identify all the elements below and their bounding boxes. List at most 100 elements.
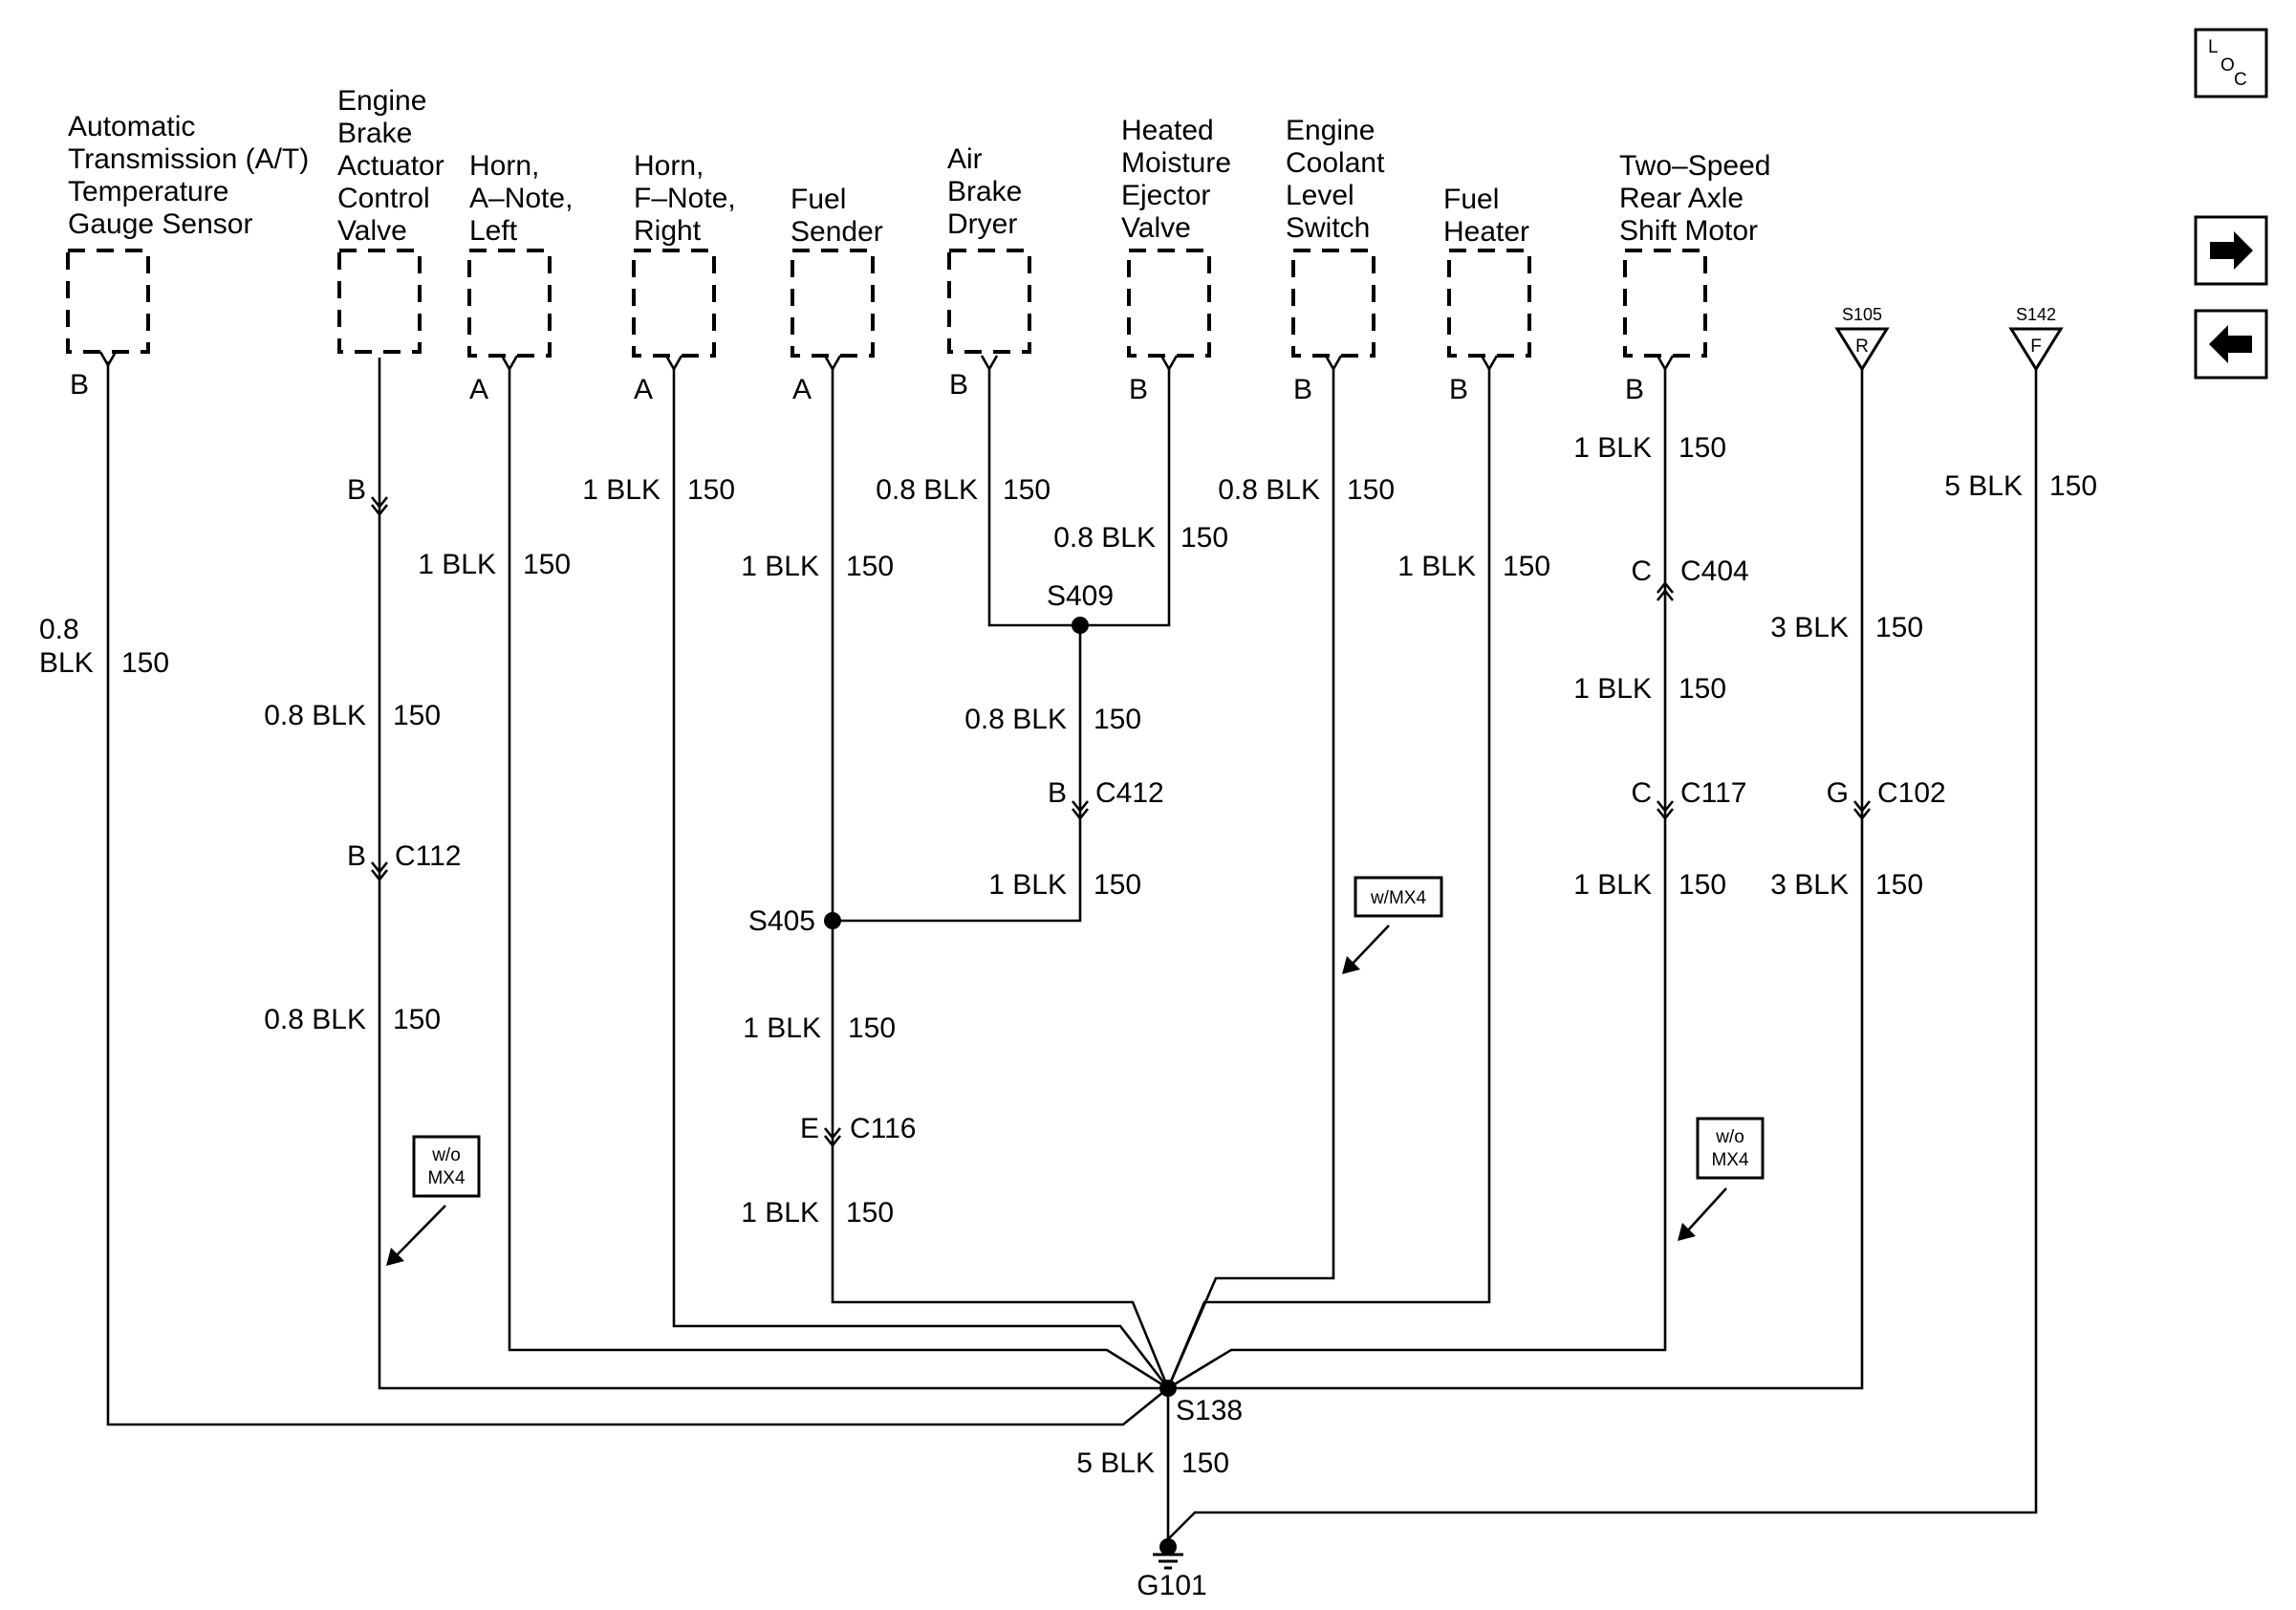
- wire-rear-axle: [1167, 367, 1667, 1390]
- splice-label-s138: S138: [1176, 1395, 1243, 1426]
- wire-moisture-ejector: [1080, 367, 1171, 627]
- rear-axle-box: [1623, 249, 1707, 358]
- ground-label: G101: [1137, 1570, 1206, 1601]
- wire-horn-right: [672, 367, 1170, 1389]
- wire-at-sensor: [106, 361, 1169, 1426]
- wire-engine-brake: [378, 358, 1168, 1390]
- option-tag-line2: MX4: [1711, 1150, 1749, 1170]
- moisture-ejector-box: [1127, 249, 1211, 358]
- wire-circuit: 150: [1875, 869, 1923, 901]
- splice-ref-triangle: [2008, 327, 2064, 372]
- ground-dot-g101: [1159, 1538, 1177, 1556]
- splice-dot-s138: [1159, 1380, 1177, 1397]
- wire-size: 1 BLK: [1573, 869, 1652, 901]
- loc-icon-letter-c: C: [2234, 70, 2247, 90]
- pin-letter: A: [634, 374, 653, 405]
- splice-ref-s142-letter: F: [2030, 337, 2042, 357]
- connector-pin: B: [1048, 777, 1067, 809]
- pin-terminal: [664, 355, 683, 372]
- wire-s409-s405: [833, 625, 1082, 923]
- connector-chevron: [1656, 580, 1675, 601]
- wire-s142: [1167, 367, 2038, 1540]
- pin-terminal: [1656, 355, 1675, 372]
- wire-circuit: 150: [1875, 612, 1923, 643]
- wire-size: 1 BLK: [741, 551, 819, 582]
- pin-letter: B: [1129, 374, 1148, 405]
- component-title-fuel-heater: Fuel Heater: [1443, 184, 1529, 248]
- wire-circuit: 150: [846, 1197, 894, 1229]
- option-tag-box: [1354, 876, 1443, 918]
- connector-chevron: [370, 861, 389, 882]
- previous-page-button[interactable]: [2194, 309, 2268, 380]
- connector-pin: C: [1631, 555, 1652, 587]
- wire-circuit: 150: [687, 474, 735, 506]
- wire-circuit: 150: [121, 647, 169, 679]
- option-tag-text: w/MX4: [1370, 888, 1427, 908]
- splice-ref-s105-letter: R: [1855, 337, 1869, 357]
- loc-icon-letter-l: L: [2208, 37, 2219, 57]
- wire-circuit: 150: [1094, 704, 1141, 735]
- wire-circuit: 150: [1180, 522, 1228, 554]
- pin-terminal: [1324, 355, 1343, 372]
- wire-size: 0.8 BLK: [1218, 474, 1320, 506]
- connector-pin: C: [1631, 777, 1652, 809]
- option-tag-w-mx4: w/MX4: [1342, 876, 1443, 974]
- left-arrow-icon: [2209, 325, 2252, 363]
- wire-circuit: 150: [1181, 1447, 1229, 1479]
- splice-dot-s405: [824, 912, 841, 929]
- splice-ref-s105-id: S105: [1842, 305, 1882, 324]
- pin-letter: B: [1625, 374, 1644, 405]
- wire-labels: 0.8 BLK 150 0.8 BLK 150 0.8 BLK 150 1 BL…: [39, 432, 2097, 1479]
- connector-pin: G: [1827, 777, 1849, 809]
- wire-size: 1 BLK: [418, 549, 496, 580]
- component-title-fuel-sender: Fuel Sender: [791, 184, 883, 248]
- wire-circuit: 150: [1094, 869, 1141, 901]
- pin-letter: A: [792, 374, 812, 405]
- wire-size: 3 BLK: [1770, 612, 1849, 643]
- wire-circuit: 150: [1003, 474, 1051, 506]
- next-page-button[interactable]: [2194, 215, 2268, 286]
- loc-button[interactable]: L O C: [2194, 28, 2268, 98]
- component-title-engine-brake: Engine Brake Actuator Control Valve: [337, 85, 452, 247]
- wire-size: 1 BLK: [741, 1197, 819, 1229]
- wire-size: 0.8 BLK: [264, 700, 366, 731]
- pin-terminal: [1159, 355, 1179, 372]
- wire-circuit: 150: [1679, 869, 1726, 901]
- wire-s105: [1168, 367, 1864, 1390]
- wire-size: 1 BLK: [1573, 673, 1652, 705]
- wire-size: 0.8 BLK: [264, 1004, 366, 1035]
- wire-fuel-heater: [1166, 367, 1491, 1389]
- splice-ref-s142: S142 F: [2008, 305, 2064, 372]
- connector-symbols: [370, 496, 1872, 1148]
- pin-terminal: [823, 355, 842, 372]
- pin-terminal: [980, 355, 999, 372]
- loc-icon-frame: [2194, 28, 2268, 98]
- wire-fuel-sender: [831, 367, 1170, 1389]
- connector-name: C102: [1877, 777, 1946, 809]
- option-tag-line1: w/o: [431, 1145, 461, 1165]
- wire-circuit: 150: [393, 700, 441, 731]
- splice-ref-triangle: [1834, 327, 1890, 372]
- wire-circuit: 150: [848, 1012, 896, 1044]
- component-boxes: [66, 249, 1707, 358]
- wire-size: 1 BLK: [582, 474, 661, 506]
- pin-letter: B: [70, 369, 89, 401]
- connector-name: C117: [1680, 777, 1747, 809]
- horn-left-box: [467, 249, 552, 358]
- connector-chevron: [1852, 800, 1872, 821]
- wire-coolant-switch: [1166, 367, 1335, 1389]
- engine-brake-box: [337, 249, 422, 354]
- wires: [106, 358, 2038, 1551]
- horn-right-box: [632, 249, 716, 358]
- wire-circuit: 150: [2049, 470, 2097, 502]
- wire-circuit: 150: [523, 549, 571, 580]
- option-tag-line1: w/o: [1715, 1127, 1744, 1147]
- pin-letter: B: [949, 369, 968, 401]
- wire-horn-left: [508, 367, 1169, 1390]
- wire-size: 0.8 BLK: [876, 474, 978, 506]
- splice-ref-s142-id: S142: [2016, 305, 2056, 324]
- wire-size: 5 BLK: [1076, 1447, 1155, 1479]
- connector-chevron: [1071, 800, 1090, 821]
- connector-pin: B: [347, 840, 366, 872]
- pin-terminal: [500, 355, 519, 372]
